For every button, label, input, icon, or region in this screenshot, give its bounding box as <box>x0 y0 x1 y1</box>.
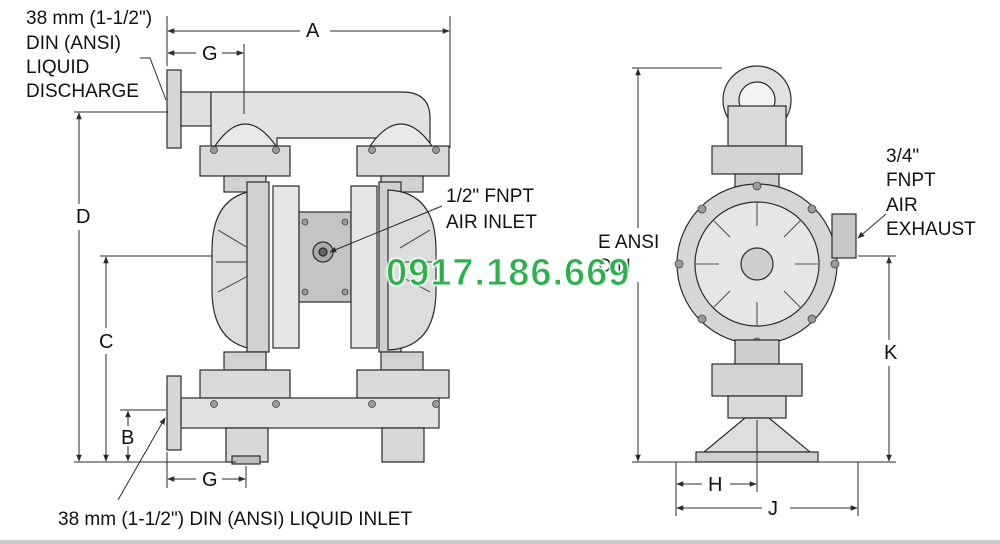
dimension-g-top: G <box>202 43 218 65</box>
discharge-label-line3: LIQUID <box>26 57 90 78</box>
dimension-c: C <box>99 331 114 353</box>
dimension-d: D <box>76 206 91 228</box>
dimension-k: K <box>884 342 898 364</box>
air-exhaust-label-line2: FNPT <box>886 170 936 191</box>
discharge-label-line2: DIN (ANSI) <box>26 33 121 54</box>
discharge-label-line4: DISCHARGE <box>26 81 139 102</box>
discharge-flange <box>166 69 182 149</box>
air-inlet-label-line2: AIR INLET <box>446 212 537 233</box>
e-dim-label-line2: DIN <box>598 256 631 277</box>
right-chamber <box>387 189 437 351</box>
dimension-h: H <box>708 474 723 496</box>
dimension-g-bottom: G <box>202 469 218 491</box>
dimension-b: B <box>121 427 135 449</box>
inlet-flange <box>166 375 182 451</box>
air-exhaust-label-line4: EXHAUST <box>886 219 976 240</box>
inlet-manifold <box>180 397 440 429</box>
bottom-divider <box>0 540 1000 544</box>
side-view-pump <box>674 65 857 463</box>
discharge-label-line1: 38 mm (1-1/2") <box>26 8 153 29</box>
dimension-lines <box>74 16 896 516</box>
liquid-inlet-label: 38 mm (1-1/2") DIN (ANSI) LIQUID INLET <box>58 509 413 530</box>
dimension-a: A <box>306 20 320 42</box>
front-view-pump <box>166 69 450 465</box>
e-dim-label-line1: E ANSI <box>598 232 660 253</box>
air-inlet-label-line1: 1/2" FNPT <box>446 186 535 207</box>
air-exhaust-port <box>831 213 857 259</box>
air-exhaust-label-line3: AIR <box>886 195 918 216</box>
dimension-j: J <box>768 498 778 520</box>
air-exhaust-label-line1: 3/4" <box>886 146 920 167</box>
phone-watermark: 0917.186.669 <box>385 252 631 295</box>
